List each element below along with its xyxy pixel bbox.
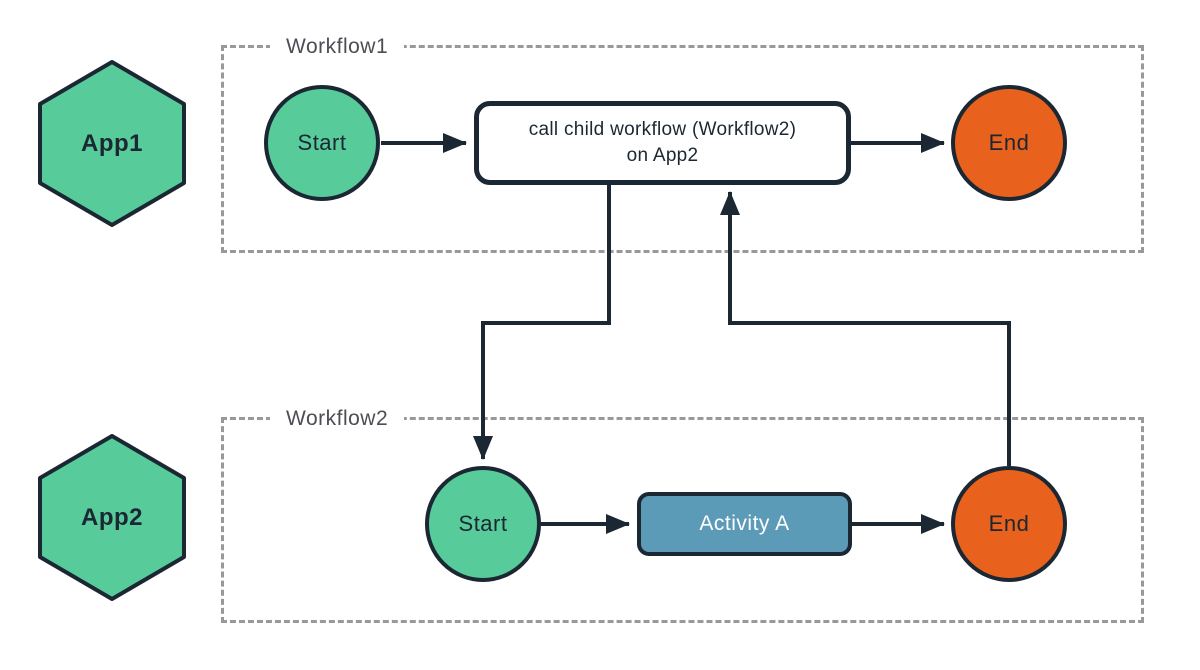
workflow1-end-node: End <box>951 85 1067 201</box>
workflow1-start-label: Start <box>297 130 347 155</box>
hexagon-shape <box>38 60 186 227</box>
app2-hexagon: App2 <box>38 434 186 601</box>
call-box-line2: on App2 <box>626 145 699 166</box>
app1-hexagon: App1 <box>38 60 186 227</box>
workflow2-start-label: Start <box>458 511 508 536</box>
call-child-workflow-box: call child workflow (Workflow2) on App2 <box>474 101 851 185</box>
workflow2-end-node: End <box>951 466 1067 582</box>
workflow1-end-label: End <box>988 130 1030 155</box>
workflow1-container: Workflow1 <box>221 33 1144 253</box>
workflow2-start-node: Start <box>425 466 541 582</box>
call-box-line1: call child workflow (Workflow2) <box>528 119 797 140</box>
workflow2-container: Workflow2 <box>221 405 1144 623</box>
workflow2-label: Workflow2 <box>270 405 405 432</box>
hexagon-shape <box>38 434 186 601</box>
workflow1-start-node: Start <box>264 85 380 201</box>
app2-label: App2 <box>81 503 143 531</box>
app1-label: App1 <box>81 129 143 157</box>
activity-a-label: Activity A <box>699 512 790 535</box>
activity-a-box: Activity A <box>637 492 852 556</box>
workflow1-label: Workflow1 <box>270 33 405 60</box>
workflow2-end-label: End <box>988 511 1030 536</box>
